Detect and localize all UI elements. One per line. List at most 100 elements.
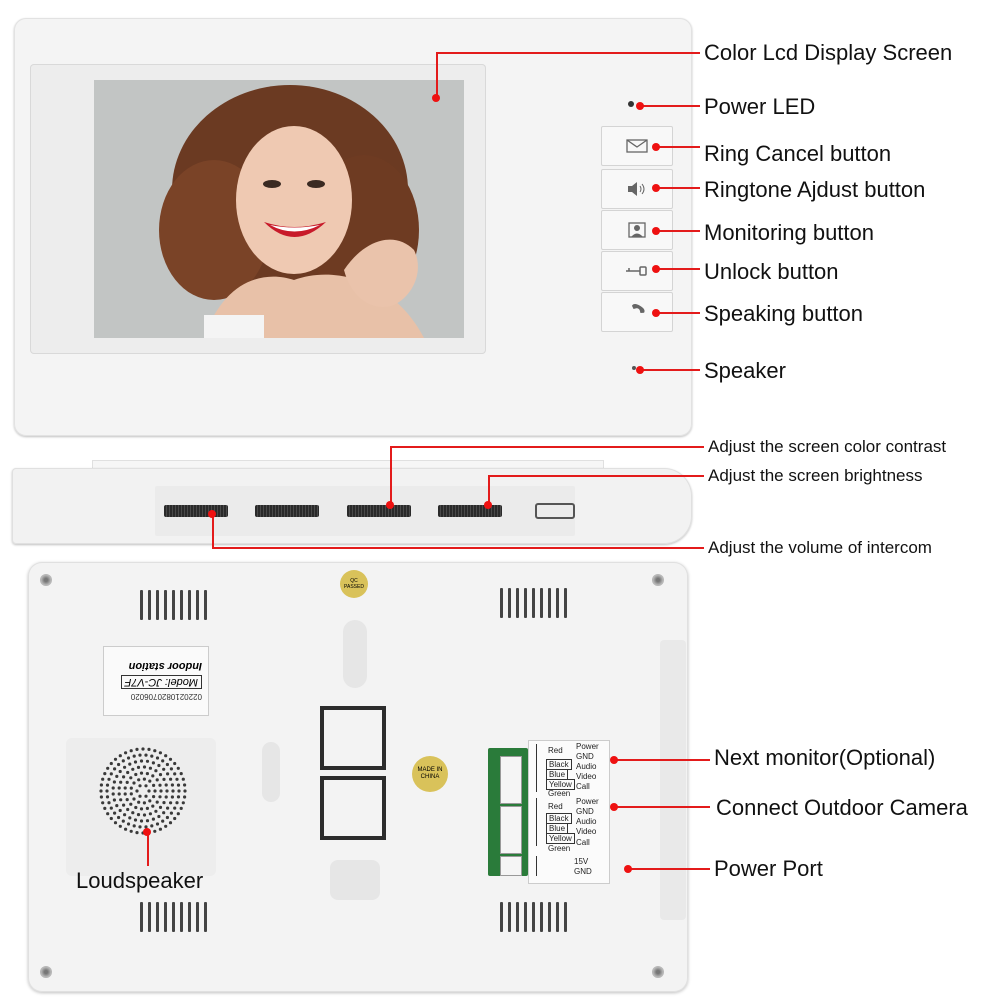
loudspeaker-grille <box>99 747 187 835</box>
grille-hole <box>113 767 117 771</box>
grille-hole <box>106 812 110 816</box>
grille-hole <box>155 756 160 760</box>
signal-label: Call <box>576 782 590 791</box>
ringtone-adjust-button[interactable] <box>601 169 673 209</box>
grille-hole <box>113 821 118 825</box>
grille-hole <box>158 783 162 787</box>
grille-hole <box>99 795 103 799</box>
signal-label: GND <box>576 752 594 761</box>
grille-hole <box>148 779 152 783</box>
side-top-edge <box>92 460 604 471</box>
grille-hole <box>151 804 155 808</box>
grille-hole <box>158 773 163 777</box>
grille-hole <box>111 792 115 796</box>
unlock-button[interactable] <box>601 251 673 291</box>
grille-hole <box>157 763 161 768</box>
signal-label: Video <box>576 827 597 836</box>
grille-hole <box>126 770 130 775</box>
grille-hole <box>126 756 131 760</box>
grille-hole <box>117 786 121 790</box>
mount-slot <box>343 620 367 688</box>
speaker-volume-icon <box>628 182 645 196</box>
wire-label: Red <box>548 746 563 755</box>
wire-label: Yellow <box>546 833 575 844</box>
grille-hole <box>118 769 122 774</box>
volume-wheel[interactable] <box>164 505 228 517</box>
grille-hole <box>179 806 183 810</box>
label-power-led: Power LED <box>704 94 816 119</box>
grille-hole <box>144 784 148 788</box>
label-screen: Color Lcd Display Screen <box>704 40 953 65</box>
grille-hole <box>137 778 141 782</box>
grille-hole <box>105 783 110 787</box>
grille-hole <box>113 757 118 761</box>
grille-hole <box>135 789 139 793</box>
grille-hole <box>155 822 160 826</box>
grille-hole <box>164 754 168 758</box>
contrast-wheel[interactable] <box>347 505 411 517</box>
grille-hole <box>103 806 107 810</box>
grille-hole <box>166 806 170 810</box>
grille-hole <box>139 771 144 775</box>
grille-hole <box>119 780 123 784</box>
grille-hole <box>141 747 145 751</box>
grille-hole <box>101 777 105 781</box>
grille-hole <box>128 816 132 820</box>
grille-hole <box>173 816 177 821</box>
grille-hole <box>161 819 165 823</box>
grille-hole <box>181 801 185 805</box>
grille-hole <box>173 806 177 810</box>
grille-hole <box>168 821 173 825</box>
grille-hole <box>145 806 149 810</box>
label-speaker: Speaker <box>704 358 786 383</box>
grille-hole <box>123 765 127 769</box>
label-loudspeaker: Loudspeaker <box>76 868 204 893</box>
grille-hole <box>135 831 139 835</box>
grille-hole <box>164 783 168 787</box>
serial-number: 0220210820706020 <box>130 692 202 702</box>
grille-hole <box>131 811 135 815</box>
grille-hole <box>122 803 126 807</box>
connector-outdoor-camera <box>500 806 522 854</box>
grille-hole <box>148 766 152 770</box>
brightness-wheel[interactable] <box>438 505 502 517</box>
grille-hole <box>99 783 103 787</box>
label-unlock: Unlock button <box>704 259 839 284</box>
grille-hole <box>162 777 166 781</box>
grille-hole <box>152 795 156 799</box>
grille-hole <box>170 795 174 799</box>
signal-label: Call <box>576 838 590 847</box>
grille-hole <box>165 789 169 793</box>
grille-hole <box>122 775 126 779</box>
grille-hole <box>165 762 169 767</box>
grille-hole <box>105 789 109 793</box>
screw <box>652 574 664 586</box>
terminal-bracket <box>536 744 547 792</box>
grille-hole <box>161 759 165 763</box>
grille-hole <box>158 827 162 831</box>
label-ring-cancel: Ring Cancel button <box>704 141 892 166</box>
speaker-hole <box>632 366 636 370</box>
grille-hole <box>111 786 115 790</box>
grille-hole <box>155 778 159 782</box>
grille-hole <box>117 762 121 767</box>
grille-hole <box>123 792 127 796</box>
terminal-bracket <box>536 856 547 876</box>
grille-hole <box>107 801 111 805</box>
grille-hole <box>157 814 161 819</box>
power-terminal-label: 15V <box>574 857 589 866</box>
grille-hole <box>176 766 180 770</box>
grille-hole <box>164 795 168 799</box>
power-led <box>628 101 634 107</box>
wire-label: Yellow <box>546 779 575 790</box>
mount-slot <box>330 860 380 900</box>
grille-hole <box>169 801 173 805</box>
adjust-wheel[interactable] <box>255 505 319 517</box>
grille-hole <box>142 777 146 781</box>
grille-hole <box>169 811 173 815</box>
grille-hole <box>109 806 113 810</box>
grille-hole <box>150 824 154 828</box>
grille-hole <box>155 800 159 804</box>
label-ringtone-adjust: Ringtone Ajdust button <box>704 177 926 202</box>
device-type: Indoor station <box>128 660 202 673</box>
